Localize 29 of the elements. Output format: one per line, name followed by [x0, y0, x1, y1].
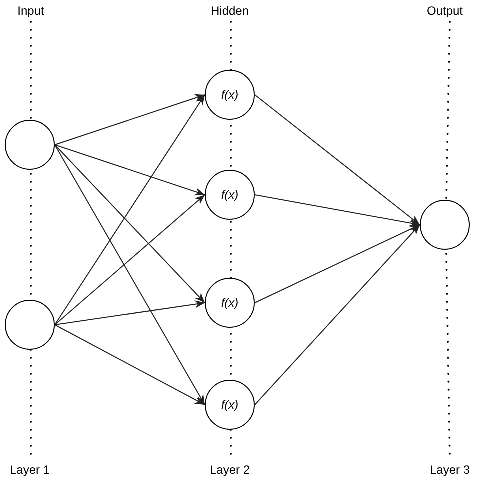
arrow	[54, 194, 206, 326]
layer-caption: Layer 3	[430, 463, 470, 477]
arrow	[254, 194, 420, 228]
layer-heading: Output	[426, 4, 464, 18]
neuron-circle	[205, 170, 255, 220]
neuron-circle	[5, 300, 55, 350]
layer-heading: Hidden	[210, 4, 250, 18]
neuron-circle	[420, 200, 470, 250]
neuron-circle	[205, 380, 255, 430]
arrow	[54, 94, 206, 326]
function-label: f(x)	[221, 398, 239, 412]
function-label: f(x)	[221, 88, 239, 102]
function-label: f(x)	[221, 296, 239, 310]
function-label: f(x)	[221, 188, 239, 202]
arrow	[54, 300, 206, 326]
arrow	[254, 224, 420, 304]
layer-caption: Layer 2	[210, 463, 250, 477]
neuron-circle	[205, 70, 255, 120]
layer-heading: Input	[18, 4, 44, 18]
layer-caption: Layer 1	[10, 463, 50, 477]
arrow	[54, 94, 206, 146]
arrow	[254, 94, 420, 226]
neuron-circle	[205, 278, 255, 328]
arrow	[54, 144, 206, 196]
arrow	[254, 224, 420, 406]
arrow	[54, 144, 206, 304]
neuron-circle	[5, 120, 55, 170]
arrow	[54, 144, 206, 406]
arrow	[54, 324, 206, 406]
